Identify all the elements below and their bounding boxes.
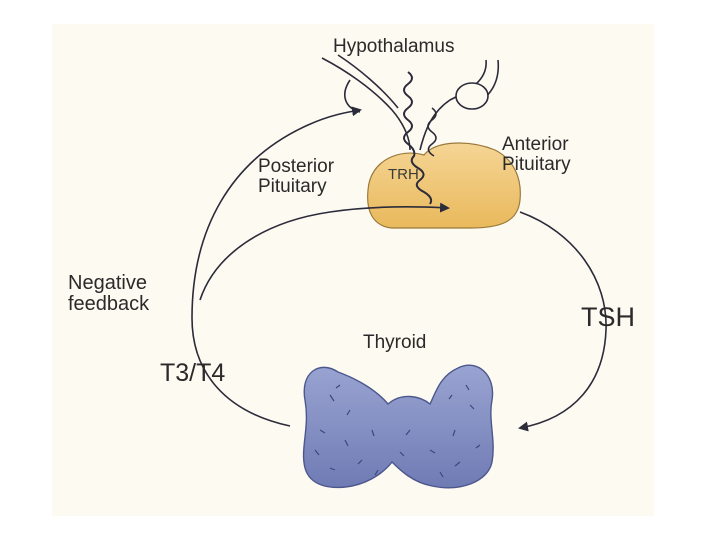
negative-feedback-label: Negative feedback (68, 272, 150, 315)
tsh-label: TSH (581, 302, 635, 332)
arrow-feedback-pituitary (199, 202, 450, 301)
anterior-pituitary-gland (367, 142, 521, 229)
arrow-tsh (518, 211, 607, 432)
arrow-feedback-hypothalamus (191, 106, 362, 427)
t3-t4-label: T3/T4 (160, 359, 226, 387)
anterior-pituitary-label: Anterior Pituitary (502, 134, 571, 175)
trh-label: TRH (388, 166, 419, 183)
trh-neuron-2 (427, 107, 437, 157)
thyroid-gland (302, 364, 494, 489)
hypothalamus-structure (321, 54, 500, 151)
thyroid-texture (314, 384, 481, 478)
thyroid-label: Thyroid (363, 332, 427, 353)
feedback-arrows (191, 106, 607, 432)
hypothalamus-label: Hypothalamus (333, 36, 455, 57)
trh-neuron (403, 71, 433, 205)
posterior-pituitary-label: Posterior Pituitary (258, 156, 335, 197)
